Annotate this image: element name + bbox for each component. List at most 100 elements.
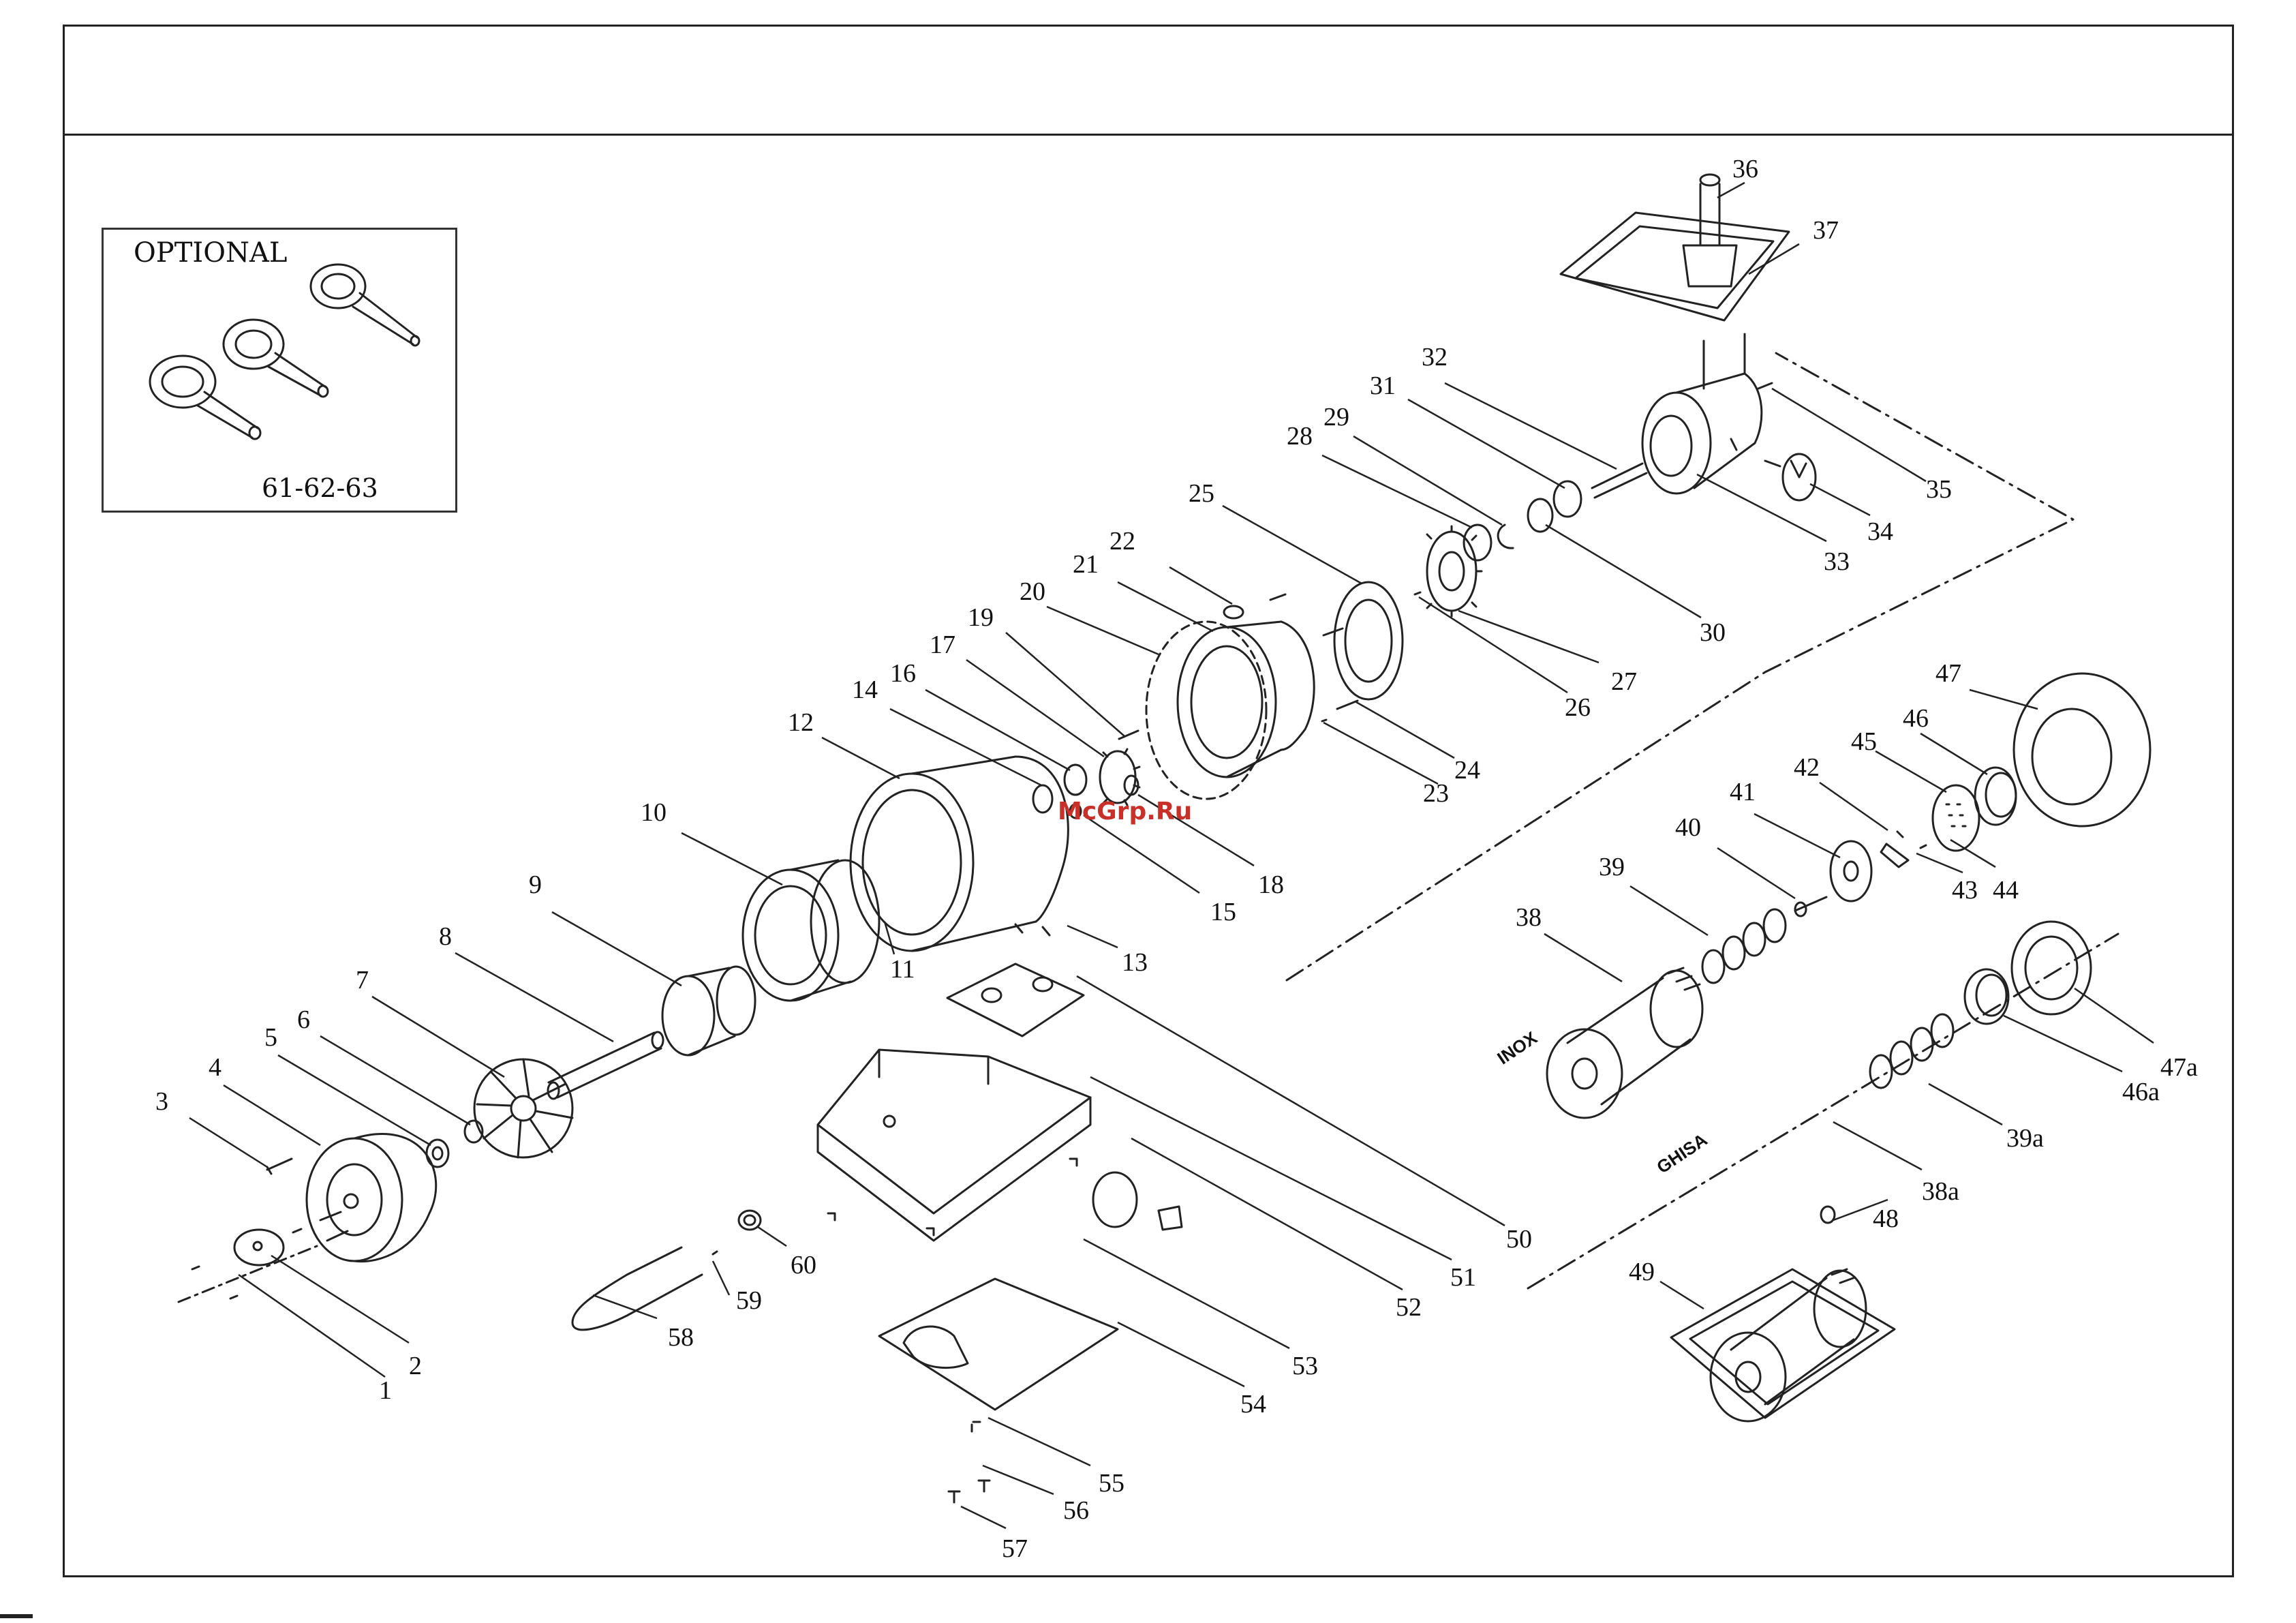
label-part-41: 41 [1730,778,1756,806]
part-29-circlip [1498,525,1513,548]
label-part-19: 19 [968,603,994,632]
leader-51 [1090,1077,1452,1260]
part-40-bushing [1795,897,1826,916]
leader-43 [1916,853,1963,873]
sausage-funnel-small-icon [311,264,419,346]
part-60-cable-gland [739,1211,761,1230]
label-part-2: 2 [409,1352,422,1380]
label-part-33: 33 [1824,547,1850,576]
label-part-38a: 38a [1922,1177,1959,1206]
leader-5 [278,1055,431,1145]
part-58-power-cord [572,1247,702,1330]
label-part-54: 54 [1240,1390,1266,1419]
label-part-18: 18 [1258,870,1284,899]
leader-26 [1419,597,1567,693]
leader-32 [1445,383,1617,469]
label-part-39a: 39a [2006,1124,2044,1153]
leader-37 [1749,244,1799,274]
part-51-machine-base [818,1050,1090,1241]
leader-39a [1929,1084,2002,1125]
label-part-28: 28 [1287,422,1313,451]
leader-25 [1223,506,1362,583]
part-35-screw [1731,383,1772,450]
leader-44 [1950,840,1995,867]
label-part-59: 59 [736,1286,762,1315]
label-part-48: 48 [1873,1204,1899,1233]
part-57-screw [949,1491,960,1502]
sausage-funnel-medium-icon [224,320,328,397]
leader-34 [1810,484,1870,515]
label-part-52: 52 [1396,1293,1422,1322]
leader-21 [1118,582,1213,631]
leader-6 [320,1036,470,1125]
label-part-17: 17 [930,631,955,659]
leader-38 [1544,934,1622,982]
part-20-gasket [1146,622,1266,799]
leader-2 [271,1256,409,1343]
part-8-motor-shaft [548,1032,663,1099]
part-38-body-stainless [1547,968,1702,1118]
label-part-16: 16 [890,659,916,688]
leader-12 [822,738,900,778]
leader-40 [1717,848,1795,898]
part-26-pin [1415,592,1420,594]
label-part-32: 32 [1422,343,1448,371]
part-12-motor-housing [851,757,1068,951]
label-part-15: 15 [1210,898,1236,926]
leader-46a [2004,1016,2122,1072]
part-55-screw [972,1422,980,1431]
part-10-stator [743,860,879,1001]
label-part-27: 27 [1611,667,1637,696]
label-part-55: 55 [1099,1469,1124,1498]
part-48-nut [1821,1207,1835,1223]
part-47a-ring-nut [2012,922,2091,1014]
label-part-38: 38 [1516,903,1542,932]
label-part-57: 57 [1002,1534,1028,1563]
part-41-knife-plate [1831,841,1871,901]
leader-20 [1047,607,1159,654]
leader-1 [239,1275,385,1377]
label-part-46: 46 [1903,704,1929,733]
leader-4 [224,1085,320,1145]
leader-15 [1084,815,1199,893]
label-part-22: 22 [1109,527,1135,556]
label-part-46a: 46a [2122,1078,2160,1106]
label-part-31: 31 [1370,371,1396,400]
label-part-47: 47 [1935,659,1961,688]
part-54-bottom-plate [879,1279,1118,1410]
label-part-53: 53 [1292,1352,1318,1380]
leader-33 [1697,474,1826,541]
part-9-rotor [662,967,755,1055]
leader-38a [1833,1122,1922,1170]
label-part-51: 51 [1450,1263,1476,1292]
label-part-5: 5 [264,1023,277,1052]
label-part-30: 30 [1700,618,1726,647]
part-39a-worm [1870,1014,1953,1088]
label-part-47a: 47a [2160,1053,2198,1082]
label-part-11: 11 [890,955,915,984]
label-part-50: 50 [1506,1225,1532,1254]
leader-49 [1660,1281,1704,1309]
part-52-rubber-foot [828,1159,1077,1235]
part-2-front-cover-plate [234,1230,284,1265]
label-part-35: 35 [1926,475,1952,504]
part-34-locking-knob [1765,454,1816,500]
label-part-60: 60 [791,1251,816,1279]
part-4-fan-cover [307,1134,436,1261]
label-part-7: 7 [356,966,369,995]
part-27-drive-gear [1427,526,1482,616]
part-43-spacer [1920,845,1926,848]
leader-60 [758,1227,786,1246]
part-56-screw [979,1481,990,1491]
label-part-10: 10 [641,798,667,827]
leader-22 [1169,567,1232,604]
part-42-cutting-knife [1881,832,1908,867]
part-50-base-gasket [947,964,1084,1036]
leader-45 [1876,751,1946,792]
label-part-26: 26 [1565,693,1591,722]
part-22-oil-plug [1224,594,1285,618]
label-part-40: 40 [1675,813,1701,842]
part-38a-body-cast-iron [1711,1269,1866,1421]
leader-7 [372,997,504,1077]
label-part-21: 21 [1073,550,1099,579]
